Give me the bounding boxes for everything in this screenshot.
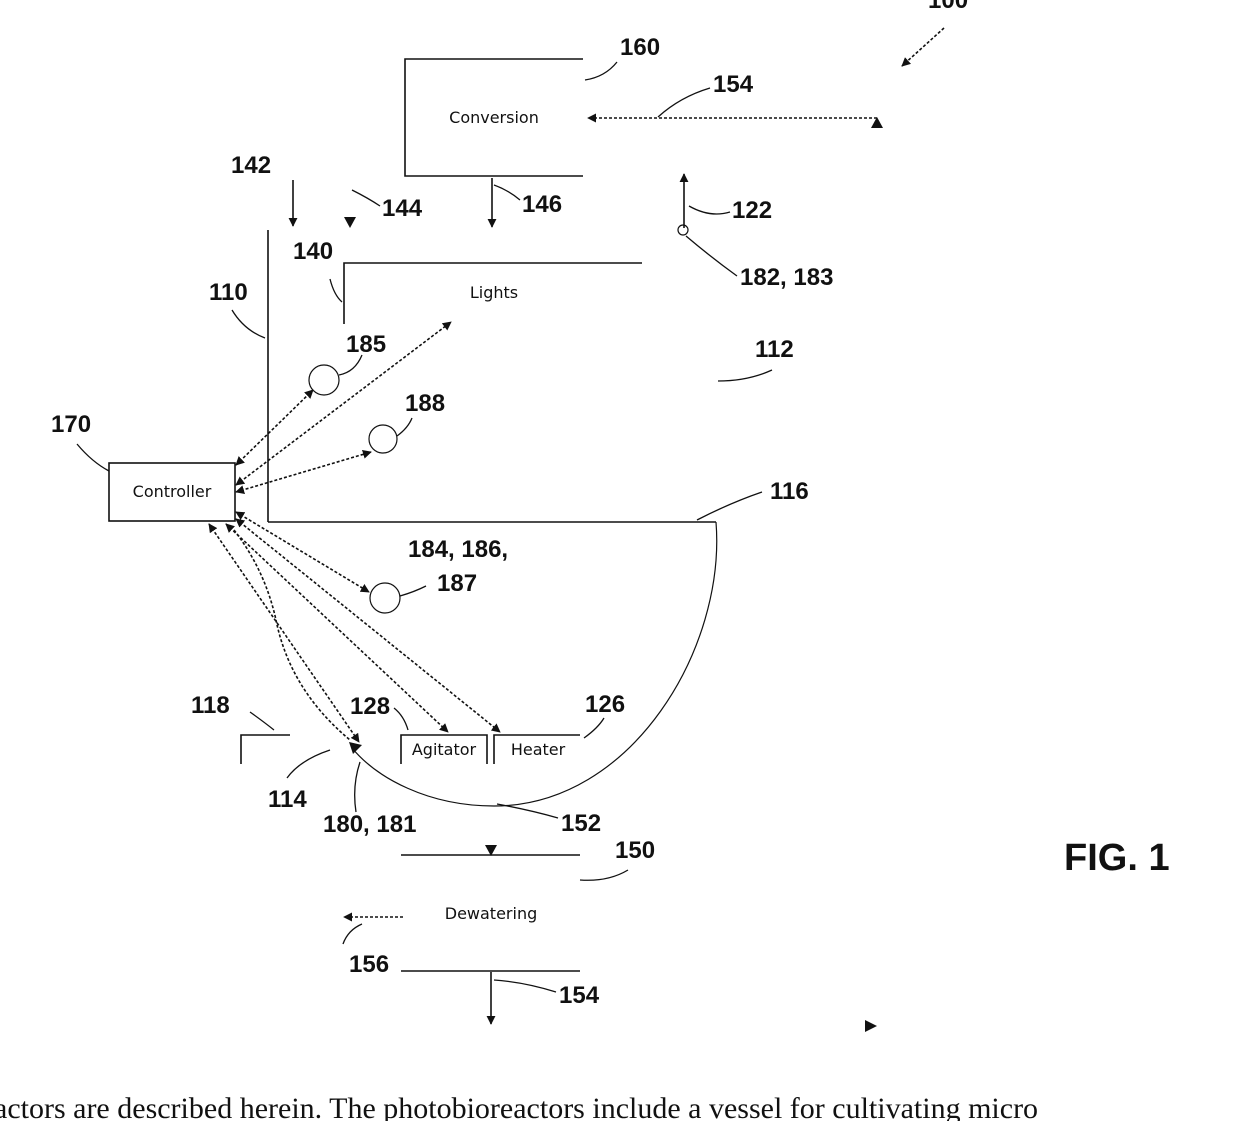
sensor-185	[309, 365, 339, 395]
leader-122	[689, 206, 730, 214]
leader-182-183	[686, 236, 737, 276]
conversion-label: Conversion	[449, 108, 539, 127]
ref-116: 116	[770, 478, 809, 505]
leader-128	[394, 708, 408, 730]
heater-block: Heater	[494, 735, 580, 764]
leader-116	[697, 492, 762, 520]
controller-block: Controller	[109, 463, 235, 521]
dewatering-block: Dewatering	[401, 855, 580, 971]
leader-180-181	[355, 762, 360, 812]
ref-140: 140	[293, 238, 333, 265]
dewatering-label: Dewatering	[445, 904, 538, 923]
leader-156	[343, 924, 362, 944]
leader-140	[330, 279, 342, 302]
ref-170: 170	[51, 411, 91, 438]
signal-line-188	[236, 452, 371, 492]
caption-text: actors are described herein. The photobi…	[0, 1092, 1038, 1121]
leader-126	[584, 718, 604, 738]
leader-112	[718, 370, 772, 381]
leader-118	[250, 712, 274, 730]
sensor-182	[678, 225, 688, 235]
controller-signal-lines	[209, 322, 500, 742]
ref-185: 185	[346, 331, 386, 358]
lights-label: Lights	[470, 283, 518, 302]
leader-188	[397, 418, 412, 436]
ref-142: 142	[231, 152, 271, 179]
sensor-184	[370, 583, 400, 613]
agitator-block: Agitator	[401, 735, 487, 764]
ref-114: 114	[268, 786, 307, 813]
ref-100: 100	[928, 0, 968, 14]
leader-154-top	[658, 88, 710, 117]
input-arrow-154	[588, 117, 883, 128]
ref-146: 146	[522, 191, 562, 218]
ref-160: 160	[620, 34, 660, 61]
stray-arrow-marker	[865, 1020, 877, 1032]
signal-line-185	[236, 390, 313, 465]
leader-160	[585, 62, 617, 80]
leader-184	[400, 586, 426, 596]
leader-152	[497, 804, 558, 818]
ref-144: 144	[382, 195, 423, 222]
ref-180-181: 180, 181	[323, 811, 416, 838]
leader-154-bottom	[494, 980, 556, 992]
ref-150: 150	[615, 837, 655, 864]
sensor-188	[369, 425, 397, 453]
leader-150	[580, 870, 628, 880]
vessel-110	[268, 230, 717, 806]
leader-170	[77, 444, 109, 471]
signal-line-aux	[234, 530, 350, 740]
input-marker-144	[344, 217, 356, 228]
ref-188: 188	[405, 390, 445, 417]
leader-146	[494, 185, 520, 200]
ref-187: 187	[437, 570, 477, 597]
heater-label: Heater	[511, 740, 566, 759]
ref-126: 126	[585, 691, 625, 718]
inlet-118	[241, 735, 290, 764]
ref-112: 112	[755, 336, 794, 363]
ref-156: 156	[349, 951, 389, 978]
ref-184-186: 184, 186,	[408, 536, 508, 563]
ref-152: 152	[561, 810, 601, 837]
ref-182-183: 182, 183	[740, 264, 833, 291]
controller-label: Controller	[133, 482, 212, 501]
lights-block: Lights	[344, 263, 642, 324]
ref-110: 110	[209, 279, 248, 306]
leader-114	[287, 750, 330, 778]
ref-118: 118	[191, 692, 230, 719]
leader-110	[232, 310, 265, 338]
leader-144	[352, 190, 380, 206]
ref-128: 128	[350, 693, 390, 720]
ref-154-bottom: 154	[559, 982, 600, 1009]
ref-122: 122	[732, 197, 772, 224]
leader-185	[339, 355, 362, 375]
figure-title: FIG. 1	[1064, 837, 1170, 879]
pointer-100	[902, 28, 944, 66]
ref-154-top: 154	[713, 71, 754, 98]
agitator-label: Agitator	[412, 740, 477, 759]
conversion-block: Conversion	[405, 59, 583, 176]
